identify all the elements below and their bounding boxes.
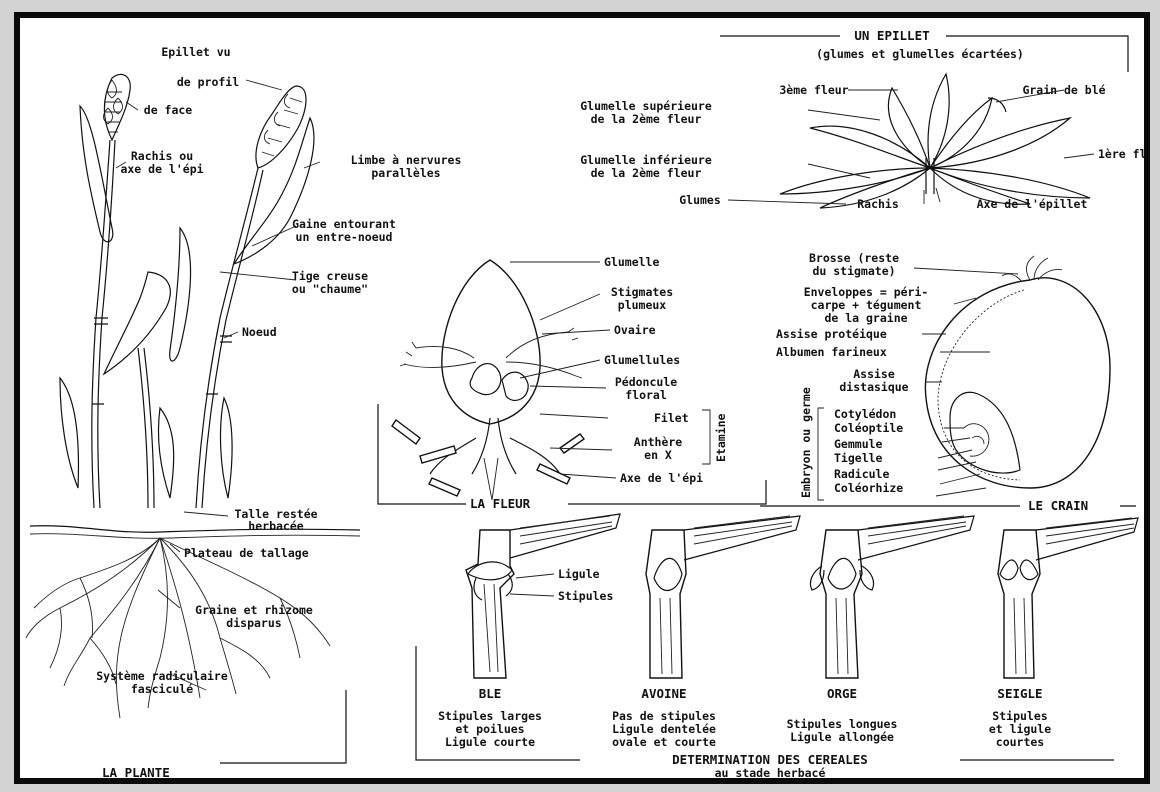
plant-labels: Epillet vu de profil de face Rachis ou a… (96, 45, 461, 778)
label-pedoncule-2: floral (625, 388, 667, 402)
label-enveloppes-3: de la graine (824, 311, 907, 325)
label-enveloppes-1: Enveloppes = péri- (804, 285, 929, 299)
label-1ere-fleur: 1ère fleur (1098, 147, 1144, 161)
label-tige-2: ou "chaume" (292, 282, 368, 296)
cereal-desc-ble-2: et poilues (455, 722, 524, 736)
label-pedoncule-1: Pédoncule (615, 375, 677, 389)
flower-title: LA FLEUR (470, 496, 531, 511)
label-stipules: Stipules (558, 589, 613, 603)
cereal-desc-avoine-1: Pas de stipules (612, 709, 716, 723)
cereals-labels: Ligule Stipules BLE Stipules larges et p… (438, 567, 1051, 778)
label-gaine-1: Gaine entourant (292, 217, 396, 231)
label-graine-2: disparus (226, 616, 281, 630)
label-de-profil: de profil (177, 75, 239, 89)
illustration-plate: Epillet vu de profil de face Rachis ou a… (14, 12, 1150, 784)
label-glumelle-sup-2: de la 2ème fleur (591, 112, 702, 126)
label-coleoptile: Coléoptile (834, 421, 903, 435)
spikelet-title: UN EPILLET (854, 28, 929, 43)
cereal-name-ble: BLE (479, 686, 502, 701)
label-grain-de-ble: Grain de blé (1022, 83, 1105, 97)
label-gemmule: Gemmule (834, 437, 883, 451)
cereal-desc-seigle-3: courtes (996, 735, 1044, 749)
cereal-desc-seigle-1: Stipules (992, 709, 1047, 723)
label-enveloppes-2: carpe + tégument (811, 298, 922, 312)
cereal-desc-seigle-2: et ligule (989, 722, 1051, 736)
label-rachis-1: Rachis ou (131, 149, 193, 163)
cereal-desc-avoine-3: ovale et courte (612, 735, 716, 749)
label-rachis-2: axe de l'épi (120, 162, 203, 176)
label-systeme-1: Système radiculaire (96, 669, 228, 683)
label-glumelle: Glumelle (604, 255, 659, 269)
label-tigelle: Tigelle (834, 451, 883, 465)
label-coleorhize: Coléorhize (834, 481, 903, 495)
label-talle-2: herbacée (248, 519, 303, 533)
label-noeud: Noeud (242, 325, 277, 339)
cereal-desc-orge-1: Stipules longues (787, 717, 898, 731)
wheat-ear-left (104, 74, 131, 140)
label-assise-diastasique-2: distasique (839, 380, 908, 394)
label-assise-proteique: Assise protéique (776, 327, 887, 341)
spikelet-drawing (720, 36, 1128, 208)
label-stigmates-2: plumeux (618, 298, 667, 312)
cereal-diagram: Epillet vu de profil de face Rachis ou a… (20, 18, 1144, 778)
cereal-desc-ble-1: Stipules larges (438, 709, 542, 723)
stem-orge (810, 516, 974, 678)
label-glumes: Glumes (679, 193, 721, 207)
label-assise-diastasique-1: Assise (853, 367, 895, 381)
label-tige-1: Tige creuse (292, 269, 368, 283)
cereal-desc-orge-2: Ligule allongée (790, 730, 894, 744)
plant-drawing (26, 74, 360, 763)
plant-title: LA PLANTE (102, 765, 170, 778)
label-cotyledon: Cotylédon (834, 407, 896, 421)
label-plateau: Plateau de tallage (184, 546, 309, 560)
cereal-name-seigle: SEIGLE (997, 686, 1042, 701)
label-limbe-2: parallèles (371, 166, 440, 180)
label-anthere-2: en X (644, 448, 672, 462)
label-axe-epillet: Axe de l'épillet (977, 197, 1088, 211)
label-axe-epi: Axe de l'épi (620, 471, 703, 485)
cereal-name-avoine: AVOINE (641, 686, 686, 701)
stem-seigle (998, 518, 1138, 678)
spikelet-leader-lines (728, 90, 1094, 204)
label-glumelle-sup-1: Glumelle supérieure (580, 99, 712, 113)
label-glumelle-inf-2: de la 2ème fleur (591, 166, 702, 180)
label-glumelle-inf-1: Glumelle inférieure (580, 153, 712, 167)
label-gaine-2: un entre-noeud (296, 230, 393, 244)
label-filet: Filet (654, 411, 689, 425)
label-limbe-1: Limbe à nervures (351, 153, 462, 167)
spikelet-subtitle: (glumes et glumelles écartées) (816, 47, 1024, 61)
label-glumellules: Glumellules (604, 353, 680, 367)
label-anthere-1: Anthère (634, 435, 683, 449)
spikelet-labels: UN EPILLET (glumes et glumelles écartées… (580, 28, 1144, 211)
label-3eme-fleur: 3ème fleur (779, 83, 848, 97)
flower-drawing (378, 260, 766, 504)
label-ligule: Ligule (558, 567, 600, 581)
label-stigmates-1: Stigmates (611, 285, 673, 299)
cereal-name-orge: ORGE (827, 686, 857, 701)
label-epillet-vu: Epillet vu (161, 45, 230, 59)
label-ovaire: Ovaire (614, 323, 656, 337)
label-brosse-1: Brosse (reste (809, 251, 899, 265)
label-rachis-spikelet: Rachis (857, 197, 899, 211)
cereal-desc-avoine-2: Ligule dentelée (612, 722, 716, 736)
label-systeme-2: fasciculé (131, 682, 193, 696)
label-radicule: Radicule (834, 467, 889, 481)
cereal-desc-ble-3: Ligule courte (445, 735, 535, 749)
label-etamine: Etamine (714, 413, 728, 462)
label-embryon: Embryon ou germe (799, 387, 813, 498)
label-graine-1: Graine et rhizome (195, 603, 313, 617)
label-de-face: de face (144, 103, 193, 117)
cereals-subtitle: au stade herbacé (715, 766, 826, 778)
label-albumen: Albumen farineux (776, 345, 887, 359)
cereals-title: DETERMINATION DES CEREALES (672, 752, 868, 767)
stem-avoine (646, 516, 800, 678)
label-brosse-2: du stigmate) (812, 264, 895, 278)
grain-title: LE CRAIN (1028, 498, 1088, 513)
